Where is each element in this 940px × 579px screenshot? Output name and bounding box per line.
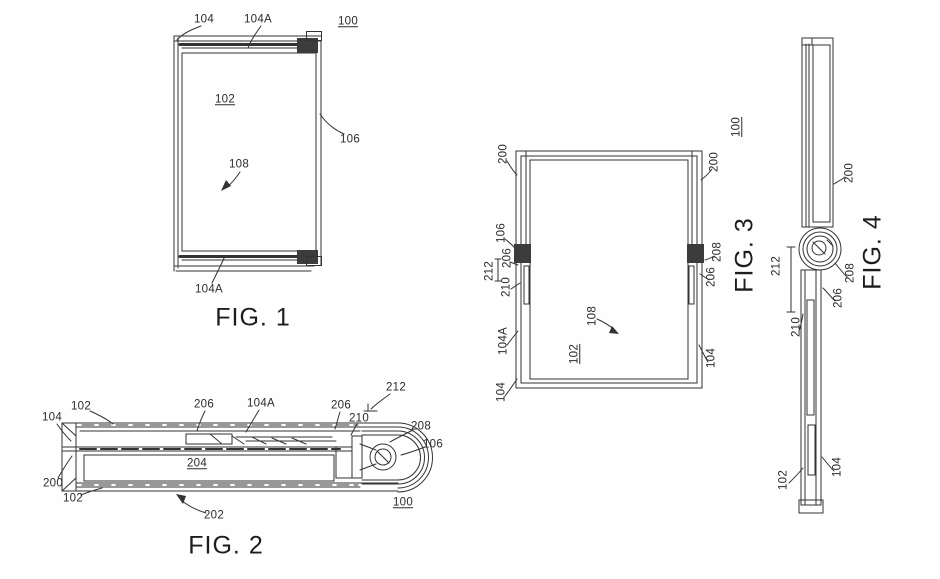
ref-label-100: 100 xyxy=(392,496,414,509)
ref-label-200: 200 xyxy=(708,151,721,173)
ref-label-104A: 104A xyxy=(194,283,224,296)
fig1-leader-lines xyxy=(176,25,345,284)
ref-label-204: 204 xyxy=(186,457,208,470)
ref-label-206: 206 xyxy=(330,399,352,412)
fig1-108-arrowhead xyxy=(221,180,231,191)
fig1-drawing xyxy=(173,25,345,284)
ref-label-210: 210 xyxy=(790,316,803,338)
fig4-drawing xyxy=(786,37,848,514)
ref-label-200: 200 xyxy=(42,477,64,490)
ref-label-206: 206 xyxy=(705,266,718,288)
ref-label-208: 208 xyxy=(410,420,432,433)
ref-label-108: 108 xyxy=(228,158,250,171)
fig3-108-arrowhead xyxy=(609,326,619,334)
fig3-drawing xyxy=(494,150,715,397)
ref-label-202: 202 xyxy=(203,509,225,522)
ref-label-104A: 104A xyxy=(497,326,510,356)
ref-label-102: 102 xyxy=(568,343,581,365)
ref-label-106: 106 xyxy=(495,222,508,244)
ref-label-106: 106 xyxy=(422,438,444,451)
ref-label-102: 102 xyxy=(214,93,236,106)
fig3-leader-lines xyxy=(494,160,715,397)
fig2-202-arrowhead xyxy=(176,494,186,504)
fig4-leader-lines xyxy=(788,176,848,484)
ref-label-200: 200 xyxy=(497,143,510,165)
ref-label-210: 210 xyxy=(500,276,513,298)
ref-label-104: 104 xyxy=(705,347,718,369)
ref-label-100: 100 xyxy=(337,15,359,28)
ref-label-104: 104 xyxy=(831,456,844,478)
ref-label-104A: 104A xyxy=(243,13,273,26)
ref-label-206: 206 xyxy=(832,287,845,309)
ref-label-106: 106 xyxy=(339,133,361,146)
ref-label-208: 208 xyxy=(844,262,857,284)
fig2-leader-lines xyxy=(56,393,426,514)
fig1-caption: FIG. 1 xyxy=(215,303,291,332)
fig4-caption: FIG. 4 xyxy=(858,214,887,290)
ref-label-210: 210 xyxy=(348,412,370,425)
fig3-caption: FIG. 3 xyxy=(730,217,759,293)
ref-label-212: 212 xyxy=(770,255,783,277)
fig2-drawing xyxy=(56,393,433,514)
ref-label-102: 102 xyxy=(777,469,790,491)
ref-label-104A: 104A xyxy=(246,397,276,410)
ref-label-212: 212 xyxy=(385,381,407,394)
ref-label-104: 104 xyxy=(495,381,508,403)
ref-label-104: 104 xyxy=(193,13,215,26)
ref-label-102: 102 xyxy=(70,400,92,413)
ref-label-206: 206 xyxy=(501,247,514,269)
fig2-caption: FIG. 2 xyxy=(188,531,264,560)
ref-label-206: 206 xyxy=(193,398,215,411)
ref-label-108: 108 xyxy=(586,305,599,327)
ref-label-208: 208 xyxy=(711,241,724,263)
ref-label-104: 104 xyxy=(41,411,63,424)
ref-label-200: 200 xyxy=(843,162,856,184)
ref-label-212: 212 xyxy=(483,260,496,282)
ref-label-100: 100 xyxy=(730,116,743,138)
ref-label-102: 102 xyxy=(62,492,84,505)
